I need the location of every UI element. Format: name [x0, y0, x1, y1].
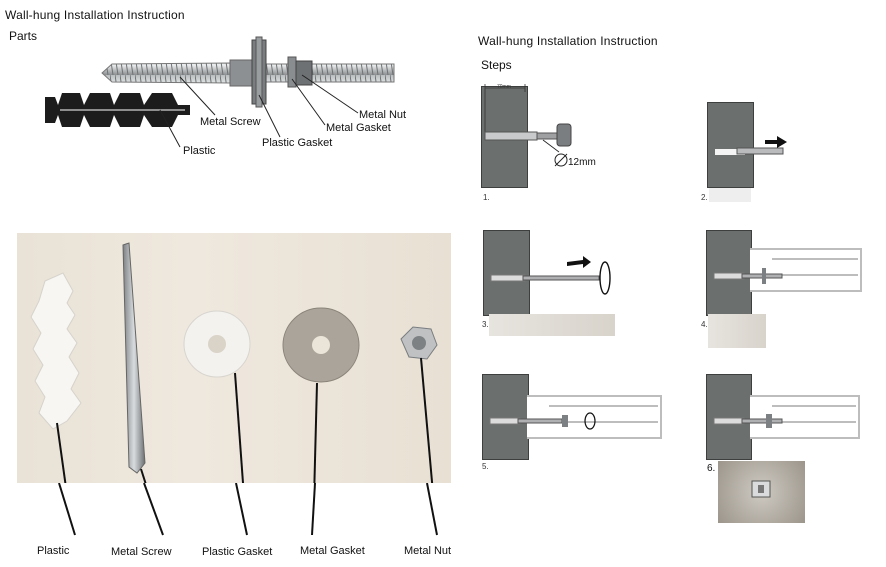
step5-wall — [482, 374, 529, 460]
photo-metal-nut — [400, 326, 438, 360]
step2-anchor — [715, 136, 787, 155]
metal-screw-drawing — [101, 59, 395, 87]
diagram-label-metal-nut: Metal Nut — [359, 109, 407, 121]
step4-number: 4. — [701, 320, 708, 329]
step6-photo — [718, 461, 805, 523]
photo-label-metal-screw: Metal Screw — [111, 546, 172, 558]
step5-cabinet — [527, 395, 662, 439]
step3-number: 3. — [482, 320, 489, 329]
photo-metal-screw — [122, 242, 146, 474]
left-title: Wall-hung Installation Instruction — [5, 8, 185, 22]
step1-dimension: 70mm — [497, 84, 511, 90]
step3-photo — [489, 314, 615, 336]
step4-photo — [708, 314, 766, 348]
plastic-anchor-drawing — [45, 93, 190, 127]
step2-number: 2. — [701, 193, 708, 202]
steps-heading: Steps — [481, 58, 512, 72]
step1-number: 1. — [483, 193, 490, 202]
step1-drill — [484, 84, 572, 167]
step2-wall — [707, 102, 754, 188]
diagram-label-metal-gasket: Metal Gasket — [326, 122, 391, 134]
diagram-label-plastic: Plastic — [183, 145, 216, 157]
step1-diameter: 12mm — [568, 157, 596, 168]
step5-fastener — [489, 412, 596, 430]
photo-label-metal-nut: Metal Nut — [404, 545, 452, 557]
metal-nut-drawing — [295, 60, 313, 86]
photo-metal-gasket — [282, 307, 360, 383]
step2-photo — [709, 188, 751, 202]
parts-heading: Parts — [9, 29, 38, 43]
diagram-label-plastic-gasket: Plastic Gasket — [262, 137, 333, 149]
photo-plastic-anchor — [30, 272, 82, 430]
photo-label-plastic: Plastic — [37, 545, 70, 557]
step6-wall — [706, 374, 752, 460]
photo-plastic-gasket — [183, 310, 251, 378]
parts-diagram — [45, 36, 395, 148]
step4-cabinet — [750, 248, 862, 292]
step5-number: 5. — [482, 462, 489, 471]
photo-label-plastic-gasket: Plastic Gasket — [202, 546, 273, 558]
step6-number: 6. — [707, 463, 716, 474]
step6-fastener — [713, 414, 783, 428]
right-title: Wall-hung Installation Instruction — [478, 34, 658, 48]
diagram-label-metal-screw: Metal Screw — [200, 116, 261, 128]
photo-label-metal-gasket: Metal Gasket — [300, 545, 365, 557]
step3-screw — [490, 256, 611, 295]
step4-fastener — [713, 268, 783, 284]
photo-leader-lines — [58, 483, 438, 536]
parts-photo — [17, 233, 451, 483]
